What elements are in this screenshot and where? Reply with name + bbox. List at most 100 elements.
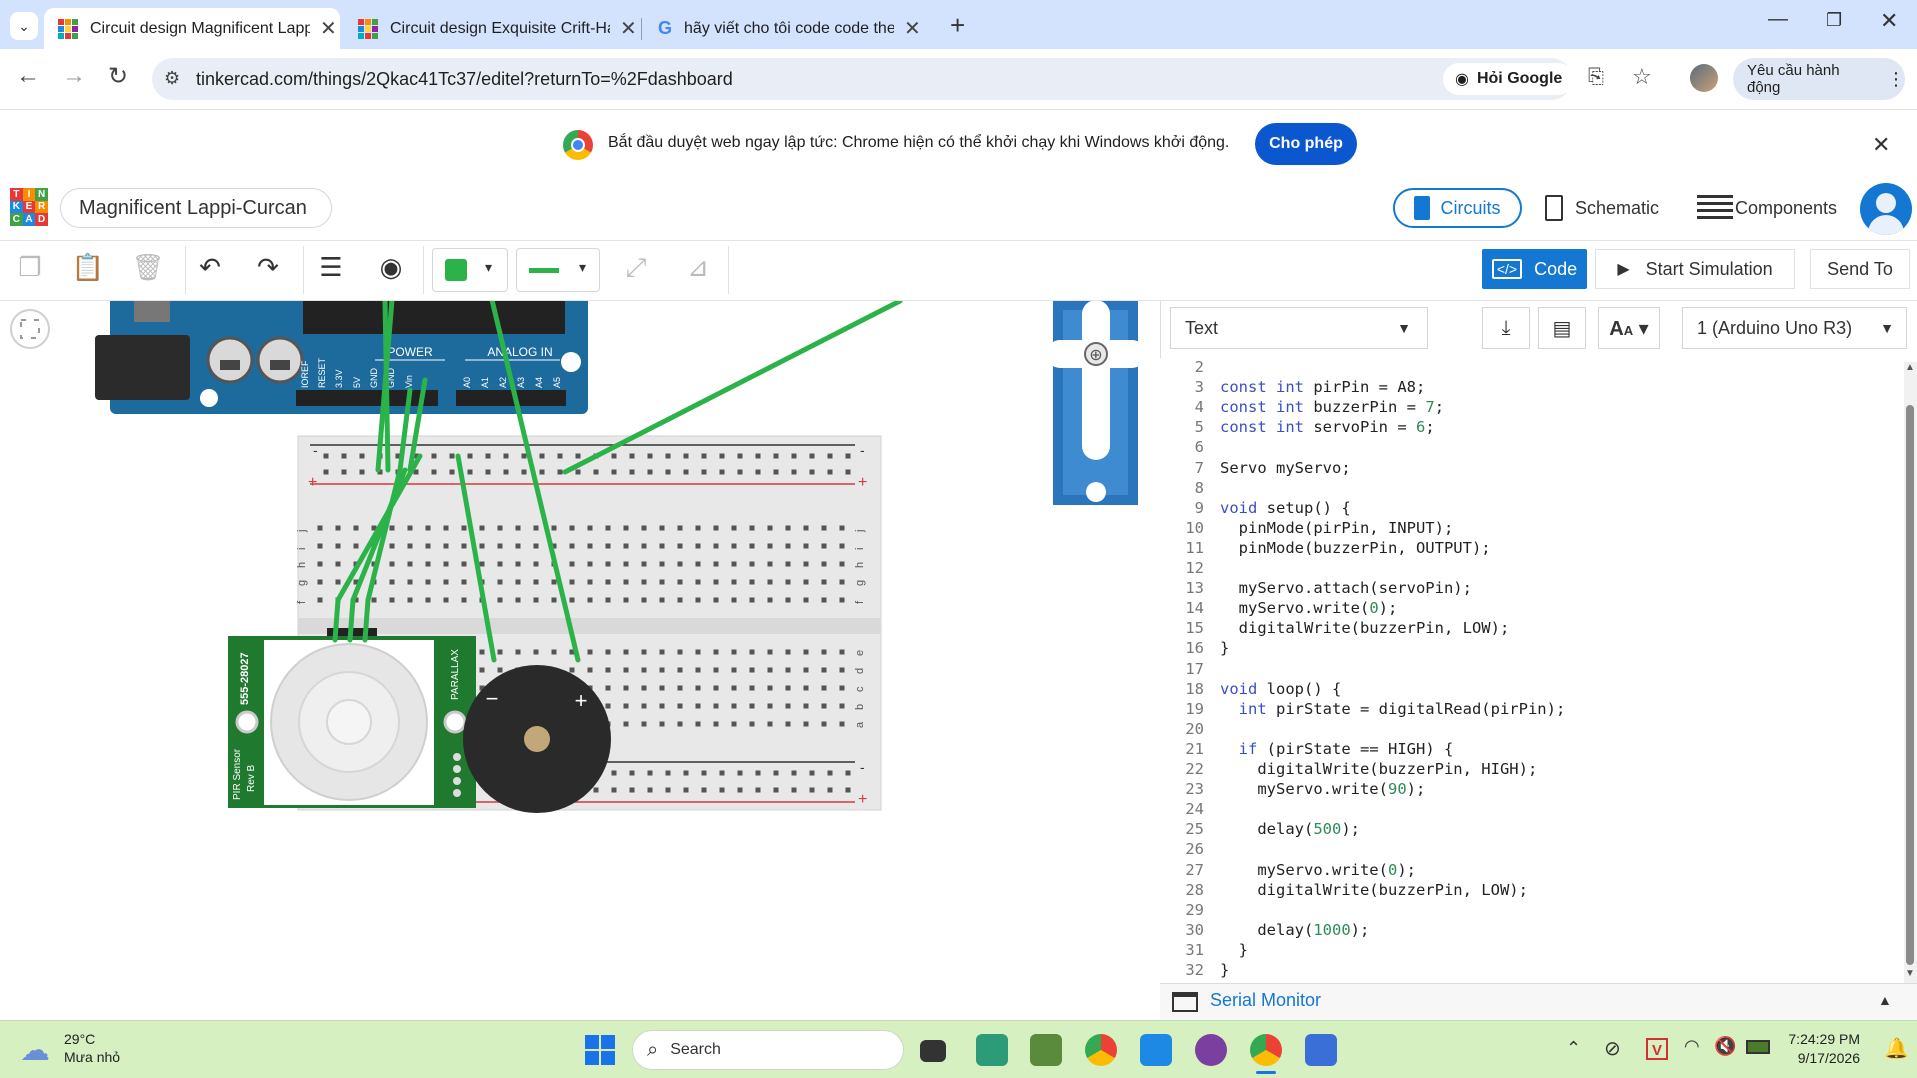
redo-icon[interactable]: ↷ — [257, 252, 279, 282]
wire[interactable] — [562, 301, 903, 475]
profile-avatar[interactable] — [1690, 64, 1718, 92]
wire[interactable] — [455, 453, 497, 663]
notes-visibility-icon[interactable]: ◉ — [379, 252, 403, 282]
forward-icon[interactable]: → — [62, 62, 86, 89]
delete-icon[interactable]: 🗑 — [131, 252, 165, 282]
rotate-icon[interactable]: ⤢ — [625, 252, 647, 282]
maximize-icon[interactable]: ❐ — [1826, 10, 1843, 30]
code-line[interactable]: 13 myServo.attach(servoPin); — [1160, 579, 1472, 599]
network-off-icon[interactable]: ⊘ — [1604, 1038, 1621, 1060]
chrome-active-icon[interactable] — [1250, 1034, 1282, 1066]
code-line[interactable]: 6 — [1160, 438, 1204, 458]
send-to-button[interactable]: Send To — [1810, 249, 1910, 289]
new-tab-button[interactable]: + — [950, 10, 966, 40]
wire[interactable] — [407, 377, 428, 473]
ask-google-button[interactable]: ◉ Hỏi Google — [1443, 63, 1575, 95]
wire[interactable] — [347, 597, 356, 643]
window-close-icon[interactable]: ✕ — [1880, 8, 1899, 33]
fit-view-button[interactable] — [10, 309, 50, 349]
wire-color-picker[interactable]: ▾ — [432, 248, 508, 292]
tab-circuit-lappi[interactable]: Circuit design Magnificent Lappi-Curcan … — [44, 8, 340, 49]
code-line[interactable]: 10 pinMode(pirPin, INPUT); — [1160, 519, 1453, 539]
code-line[interactable]: 28 digitalWrite(buzzerPin, LOW); — [1160, 881, 1528, 901]
editor-scrollbar-thumb[interactable] — [1906, 405, 1914, 965]
expand-up-icon[interactable]: ▲ — [1878, 992, 1892, 1008]
photos-app-icon[interactable] — [1030, 1034, 1062, 1066]
code-line[interactable]: 12 — [1160, 559, 1204, 579]
piezo-buzzer[interactable]: − + — [463, 665, 611, 813]
code-line[interactable]: 14 myServo.write(0); — [1160, 599, 1397, 619]
tab-google-search[interactable]: G hãy viết cho tôi code code theo ✕ — [644, 8, 934, 49]
scroll-up-icon[interactable]: ▲ — [1905, 362, 1915, 373]
omnibox[interactable] — [152, 58, 1572, 100]
install-app-icon[interactable]: ⎘ — [1588, 66, 1604, 88]
show-hidden-icons[interactable]: ⌃ — [1566, 1038, 1582, 1058]
download-code-button[interactable]: ⤓ — [1482, 307, 1530, 349]
sourcetree-icon[interactable] — [976, 1034, 1008, 1066]
flip-icon[interactable]: ⊿ — [687, 252, 709, 282]
tinkercad-logo[interactable]: T I N K E R C A D — [10, 188, 48, 226]
code-line[interactable]: 30 delay(1000); — [1160, 921, 1369, 941]
vscode-icon[interactable] — [1140, 1034, 1172, 1066]
notes-icon[interactable]: ☰ — [319, 252, 343, 282]
volume-muted-icon[interactable]: 🔇 — [1714, 1036, 1737, 1056]
wire[interactable] — [489, 301, 581, 663]
project-name[interactable]: Magnificent Lappi-Curcan — [60, 188, 332, 228]
code-line[interactable]: 20 — [1160, 720, 1204, 740]
chrome-icon[interactable] — [1085, 1034, 1117, 1066]
url-text[interactable]: tinkercad.com/things/2Qkac41Tc37/editel?… — [196, 69, 733, 89]
minimize-icon[interactable]: — — [1768, 8, 1788, 30]
close-icon[interactable]: ✕ — [904, 18, 921, 40]
allow-button[interactable]: Cho phép — [1255, 123, 1357, 165]
circuit-wires[interactable] — [332, 301, 903, 663]
code-line[interactable]: 11 pinMode(buzzerPin, OUTPUT); — [1160, 539, 1490, 559]
code-line[interactable]: 26 — [1160, 840, 1204, 860]
code-line[interactable]: 23 myServo.write(90); — [1160, 780, 1425, 800]
user-avatar[interactable] — [1860, 183, 1912, 235]
scroll-down-icon[interactable]: ▼ — [1905, 968, 1915, 979]
back-icon[interactable]: ← — [16, 62, 40, 89]
copy-icon[interactable]: ❐ — [18, 252, 42, 282]
components-list-button[interactable]: Components — [1697, 188, 1837, 228]
action-request-button[interactable]: Yêu cầu hành động ⋮ — [1733, 58, 1905, 100]
serial-monitor-label[interactable]: Serial Monitor — [1210, 990, 1322, 1010]
weather-cloud-icon[interactable]: ☁ — [20, 1034, 50, 1067]
code-line[interactable]: 32} — [1160, 961, 1229, 981]
close-icon[interactable]: ✕ — [320, 18, 337, 40]
code-line[interactable]: 8 — [1160, 479, 1204, 499]
schematic-view-button[interactable]: Schematic — [1545, 188, 1659, 228]
code-button[interactable]: </> Code — [1482, 249, 1587, 289]
paste-icon[interactable]: 📋 — [71, 252, 105, 282]
windows-start-icon[interactable] — [585, 1035, 615, 1065]
reload-icon[interactable]: ↻ — [107, 63, 129, 90]
code-line[interactable]: 15 digitalWrite(buzzerPin, LOW); — [1160, 619, 1509, 639]
start-simulation-button[interactable]: ▶ Start Simulation — [1595, 249, 1795, 289]
antivirus-icon[interactable]: V — [1646, 1038, 1668, 1060]
undo-icon[interactable]: ↶ — [199, 252, 221, 282]
wire[interactable] — [335, 453, 423, 603]
wire[interactable] — [397, 387, 413, 473]
libraries-button[interactable]: ▤ — [1538, 307, 1586, 349]
code-line[interactable]: 2 — [1160, 358, 1204, 378]
tab-circuit-crift[interactable]: Circuit design Exquisite Crift-Hadi ✕ — [344, 8, 640, 49]
github-desktop-icon[interactable] — [1195, 1034, 1227, 1066]
pir-sensor[interactable]: 555-28027 PARALLAX PIR Sensor Rev B — [228, 628, 476, 808]
taskbar-search[interactable]: ⌕ Search — [632, 1030, 904, 1070]
servo-motor[interactable]: ⊕ — [1046, 301, 1146, 505]
code-line[interactable]: 24 — [1160, 800, 1204, 820]
code-mode-select[interactable]: Text ▼ — [1170, 307, 1428, 349]
site-info-icon[interactable]: ⚙ — [164, 68, 181, 88]
wire-type-picker[interactable]: ▾ — [516, 248, 600, 292]
board-select[interactable]: 1 (Arduino Uno R3) ▼ — [1682, 307, 1907, 349]
wire[interactable] — [332, 597, 341, 643]
font-size-button[interactable]: AA ▾ — [1598, 307, 1660, 349]
code-line[interactable]: 21 if (pirState == HIGH) { — [1160, 740, 1453, 760]
